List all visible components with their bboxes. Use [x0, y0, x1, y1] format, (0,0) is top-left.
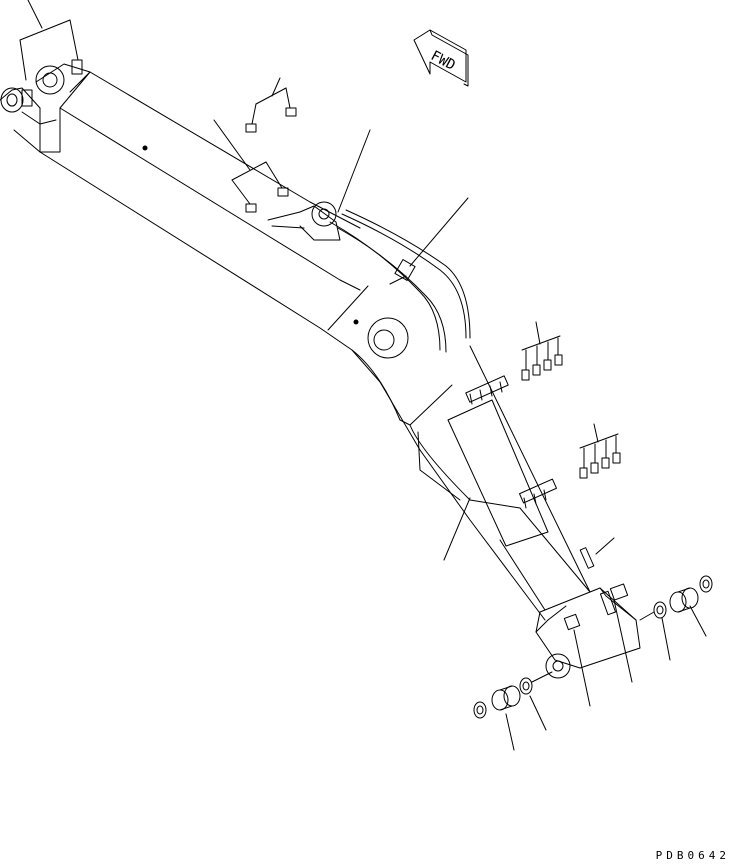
bolt-set-lower-right — [579, 423, 621, 479]
fwd-direction-arrow: FWD — [413, 29, 469, 87]
bushing-set-right — [639, 575, 713, 661]
bolt-set-upper-right — [521, 321, 563, 381]
tip-pin-keeper — [545, 537, 629, 679]
center-pin-boss — [142, 145, 409, 359]
boom-foot-bracket — [0, 0, 91, 125]
fwd-label: FWD — [428, 48, 458, 74]
bushing-set-left — [473, 671, 553, 751]
bolt-group-middle — [213, 119, 289, 213]
tip-leader-lines — [443, 497, 633, 707]
hose-clamp-lower — [519, 478, 557, 509]
hose-bracket-assembly — [267, 129, 471, 353]
bolt-group-upper — [245, 77, 297, 133]
hose-clamp-upper — [465, 375, 509, 405]
drawing-number: PDB0642 — [655, 849, 730, 862]
